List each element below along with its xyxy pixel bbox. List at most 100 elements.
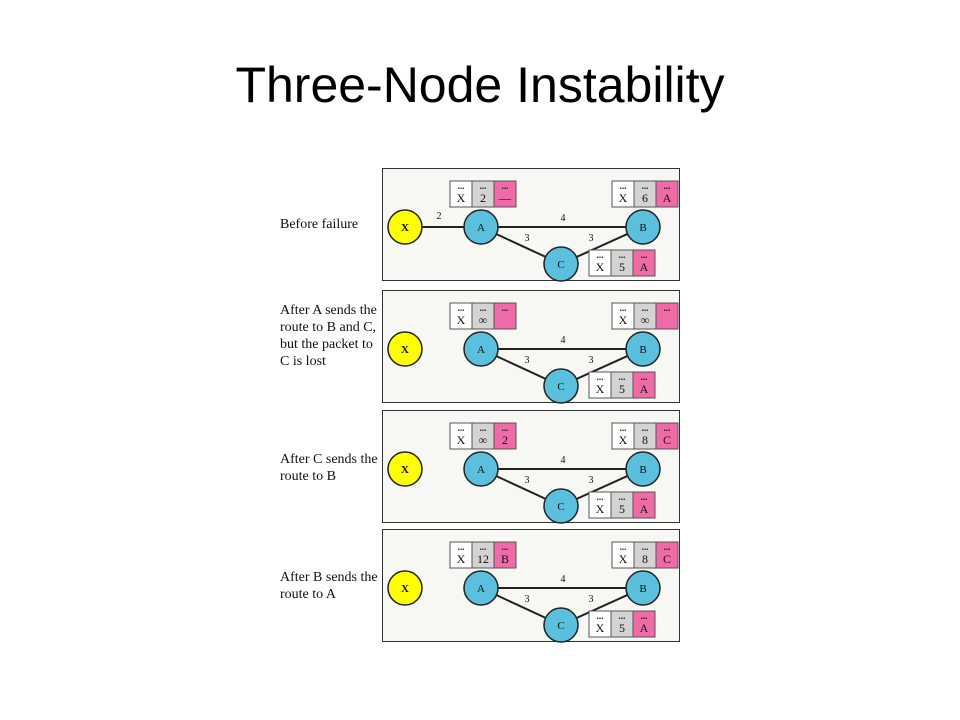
node-c-circle [543, 246, 579, 282]
node-a-label: A [477, 464, 485, 476]
table-cell-value: 2 [480, 191, 486, 205]
table-cell [632, 491, 656, 519]
table-cell-value: 12 [477, 552, 489, 566]
table-cell-header: ... [597, 372, 604, 382]
table-cell [632, 610, 656, 638]
node-c-label: C [557, 501, 564, 513]
node-x: X [387, 570, 423, 606]
node-a-label: A [477, 583, 485, 595]
table-cell-value: X [619, 191, 628, 205]
edge-label-a-c: 3 [525, 475, 530, 486]
table-cell [655, 302, 679, 330]
node-x-circle [387, 331, 423, 367]
edge-label-b-c: 3 [589, 355, 594, 366]
table-cell-header: ... [597, 492, 604, 502]
node-c: C [543, 607, 579, 643]
node-b-circle [625, 451, 661, 487]
edge-label-b-c: 3 [589, 233, 594, 244]
table-cell-header: ... [502, 423, 509, 433]
edge-label-x-a: 2 [437, 211, 442, 222]
table-cell-value: ∞ [479, 313, 488, 327]
node-a-circle [463, 209, 499, 245]
table-cell-header: ... [480, 181, 487, 191]
table-cell-header: ... [641, 250, 648, 260]
edge-label-a-c: 3 [525, 594, 530, 605]
table-cell [493, 422, 517, 450]
table-cell-value: B [501, 552, 509, 566]
table-cell-header: ... [642, 423, 649, 433]
routing-table-b: ...X...∞... [611, 302, 679, 330]
table-cell-header: ... [597, 611, 604, 621]
node-c-label: C [557, 259, 564, 271]
table-cell-header: ... [620, 181, 627, 191]
table-cell-value: A [640, 621, 649, 635]
table-cell-value: 6 [642, 191, 648, 205]
node-x-circle [387, 570, 423, 606]
table-cell-value: X [619, 552, 628, 566]
routing-table-b: ...X...8...C [611, 422, 679, 450]
table-cell-header: ... [641, 372, 648, 382]
table-cell-header: ... [502, 542, 509, 552]
node-c: C [543, 488, 579, 524]
node-x-label: X [401, 344, 409, 356]
node-b-circle [625, 331, 661, 367]
table-cell [655, 541, 679, 569]
edge-label-a-b: 4 [561, 574, 566, 585]
node-c-circle [543, 368, 579, 404]
table-cell-header: ... [664, 303, 671, 313]
node-b-label: B [639, 222, 646, 234]
table-cell-value: C [663, 552, 671, 566]
edge-label-a-c: 3 [525, 233, 530, 244]
edge-label-a-b: 4 [561, 335, 566, 346]
node-a: A [463, 209, 499, 245]
node-b-label: B [639, 344, 646, 356]
node-b-circle [625, 570, 661, 606]
table-cell-header: ... [642, 303, 649, 313]
table-cell [632, 371, 656, 399]
table-cell-value: A [640, 382, 649, 396]
table-cell-value: ∞ [479, 433, 488, 447]
table-cell-value: 5 [619, 382, 625, 396]
table-cell-value: X [596, 502, 605, 516]
table-cell-header: ... [619, 250, 626, 260]
node-a: A [463, 331, 499, 367]
table-cell-value: C [663, 433, 671, 447]
table-cell [493, 180, 517, 208]
stage-caption: After B sends the route to A [280, 570, 378, 602]
node-a-circle [463, 331, 499, 367]
edge-label-a-c: 3 [525, 355, 530, 366]
table-cell-header: ... [619, 492, 626, 502]
routing-table-b: ...X...8...C [611, 541, 679, 569]
table-cell-value: 5 [619, 260, 625, 274]
table-cell-header: ... [664, 181, 671, 191]
table-cell-value: 5 [619, 621, 625, 635]
table-cell-value: X [457, 552, 466, 566]
edge-label-a-b: 4 [561, 213, 566, 224]
table-cell-value: X [619, 433, 628, 447]
table-cell-value: 5 [619, 502, 625, 516]
routing-table-b: ...X...6...A [611, 180, 679, 208]
table-cell-header: ... [641, 611, 648, 621]
stage-caption: After C sends the route to B [280, 452, 378, 484]
node-x-circle [387, 451, 423, 487]
table-cell-header: ... [502, 181, 509, 191]
node-x-label: X [401, 464, 409, 476]
node-x-circle [387, 209, 423, 245]
table-cell-header: ... [664, 542, 671, 552]
node-b-label: B [639, 583, 646, 595]
node-b-label: B [639, 464, 646, 476]
table-cell-header: ... [664, 423, 671, 433]
edge-label-b-c: 3 [589, 475, 594, 486]
table-cell-header: ... [642, 181, 649, 191]
node-b: B [625, 209, 661, 245]
node-c: C [543, 368, 579, 404]
table-cell [493, 541, 517, 569]
node-x-label: X [401, 583, 409, 595]
routing-table-c: ...X...5...A [588, 491, 656, 519]
table-cell-header: ... [458, 181, 465, 191]
